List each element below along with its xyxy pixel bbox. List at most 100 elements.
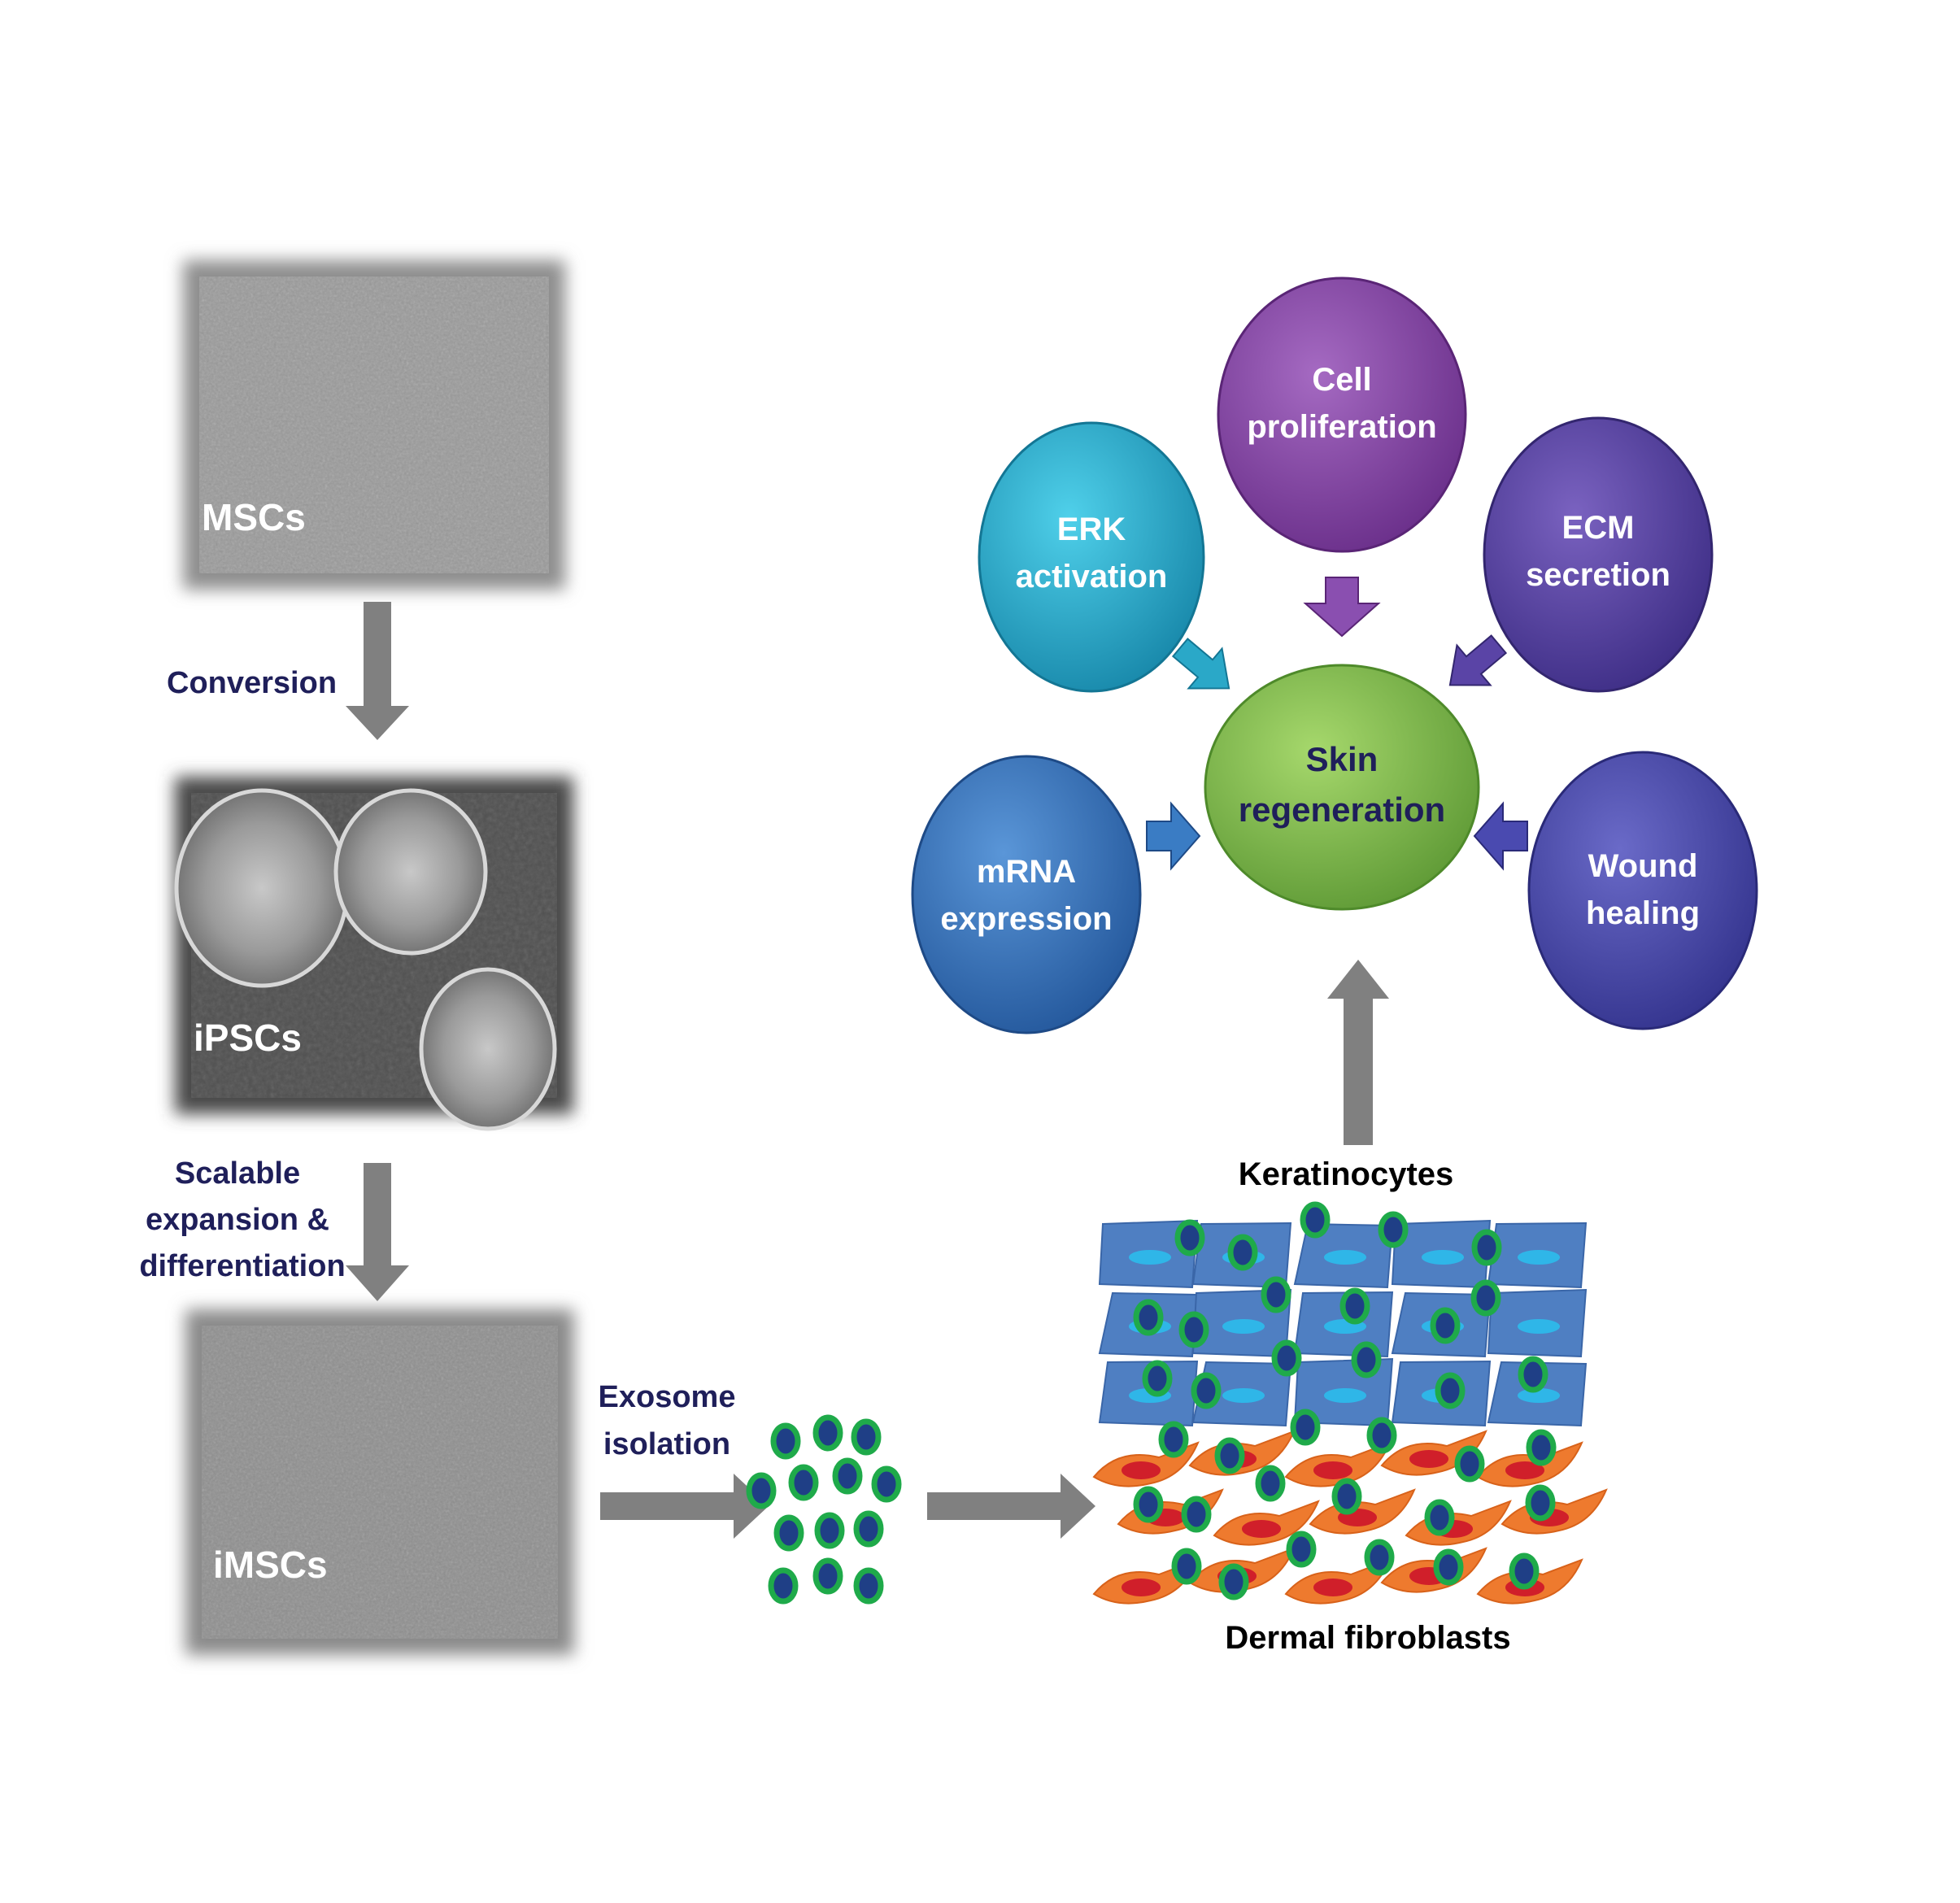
exosome (1261, 1276, 1291, 1313)
skin-regeneration-line1: Skin (1306, 740, 1379, 778)
expansion-label-line3: differentiation (139, 1249, 345, 1283)
keratinocyte-cell (1487, 1221, 1588, 1289)
exosome (1433, 1548, 1464, 1586)
exosome-cluster (746, 1414, 902, 1605)
imscs-label: iMSCs (213, 1544, 328, 1586)
exosome (1171, 1548, 1202, 1585)
erk-activation-line2: activation (1016, 559, 1168, 594)
cell-proliferation-line1: Cell (1312, 362, 1371, 398)
keratinocyte-cell (1191, 1361, 1292, 1427)
fibroblast-cell (1213, 1500, 1320, 1546)
exosome (1378, 1211, 1409, 1248)
fibroblast-cell (1476, 1441, 1583, 1487)
exosome (1133, 1299, 1164, 1336)
ecm-secretion-line1: ECM (1562, 510, 1635, 546)
dermal-fibroblasts-label: Dermal fibroblasts (1225, 1620, 1510, 1656)
exosome (1424, 1499, 1455, 1536)
exosome (1300, 1201, 1331, 1239)
exosome (1430, 1307, 1461, 1344)
keratinocyte-cell (1487, 1288, 1588, 1358)
exosome (1526, 1429, 1557, 1466)
erk-activation-line1: ERK (1057, 512, 1126, 547)
skin-regeneration-line2: regeneration (1239, 790, 1445, 829)
mrna-expression-line2: expression (940, 901, 1112, 937)
exosome-label-line2: isolation (603, 1427, 730, 1461)
exosome (1351, 1341, 1382, 1378)
exosome (853, 1567, 884, 1605)
imscs-micrograph (185, 1309, 574, 1655)
erk-activation-node: ERK activation (978, 421, 1205, 693)
exosome (1525, 1484, 1556, 1522)
exosome (812, 1557, 843, 1595)
tissue-exosomes (1133, 1201, 1557, 1600)
ecm-secretion-node: ECM secretion (1483, 416, 1714, 693)
exosome (1470, 1279, 1501, 1317)
exosome (853, 1510, 884, 1548)
exosome (1191, 1372, 1222, 1409)
expansion-label-line2: expansion & (146, 1203, 329, 1237)
exosome-label-line1: Exosome (599, 1380, 736, 1414)
fibroblast-cell (1284, 1441, 1392, 1487)
exosome (1509, 1552, 1540, 1590)
exosome (1142, 1360, 1173, 1397)
conversion-arrow (346, 602, 409, 740)
exosome (1364, 1539, 1395, 1576)
expansion-arrow (346, 1163, 409, 1301)
exosome (812, 1414, 843, 1452)
erk-to-center-arrow (1171, 638, 1230, 690)
exosome (1271, 1339, 1302, 1377)
exosome (768, 1567, 799, 1605)
exosome (1174, 1219, 1205, 1256)
exosome (1331, 1478, 1362, 1515)
cell-proliferation-line2: proliferation (1247, 409, 1436, 445)
ecm-secretion-line2: secretion (1526, 557, 1670, 593)
keratinocyte-cell (1098, 1219, 1199, 1289)
ipscs-label: iPSCs (194, 1017, 302, 1059)
exosome (1435, 1372, 1466, 1409)
mrna-expression-line1: mRNA (977, 854, 1076, 890)
exosome (1290, 1409, 1321, 1446)
fibroblast-cell (1284, 1558, 1392, 1605)
mscs-micrograph (183, 260, 565, 590)
exosome (746, 1472, 777, 1509)
exosome (1518, 1356, 1548, 1393)
wound-to-center-arrow (1473, 801, 1528, 871)
fibroblast-cell (1309, 1488, 1416, 1535)
mscs-label: MSCs (202, 496, 306, 538)
exosome (871, 1465, 902, 1503)
keratinocyte-cell (1487, 1361, 1588, 1427)
exosome (773, 1514, 804, 1552)
exosome (851, 1418, 882, 1456)
exosome-isolation-arrow (600, 1474, 769, 1539)
exosome (1255, 1465, 1286, 1502)
wound-healing-line1: Wound (1588, 848, 1698, 884)
exosome (770, 1422, 801, 1460)
exosome (1227, 1234, 1258, 1271)
exosome (1454, 1445, 1485, 1483)
expansion-label-line1: Scalable (175, 1156, 300, 1191)
exosome (1286, 1531, 1317, 1568)
wound-healing-line2: healing (1586, 895, 1700, 931)
keratinocytes-label: Keratinocytes (1239, 1156, 1454, 1192)
proliferation-to-center-arrow (1303, 577, 1381, 638)
mrna-to-center-arrow (1146, 801, 1201, 871)
cell-proliferation-node: Cell proliferation (1217, 277, 1467, 553)
exosome (1181, 1496, 1212, 1533)
wound-healing-node: Wound healing (1527, 751, 1758, 1030)
exosome (1178, 1311, 1209, 1348)
exosome (1133, 1486, 1164, 1523)
exosome (832, 1457, 863, 1495)
skin-regeneration-node: Skin regeneration (1204, 664, 1480, 911)
keratinocyte-cell (1293, 1222, 1394, 1289)
delivery-arrow (927, 1474, 1095, 1539)
ecm-to-center-arrow (1448, 634, 1508, 686)
conversion-label: Conversion (167, 666, 337, 700)
regeneration-up-arrow (1327, 960, 1389, 1145)
exosome (1218, 1563, 1249, 1600)
exosome (1158, 1421, 1189, 1458)
exosome (1339, 1287, 1370, 1325)
exosome (1366, 1417, 1397, 1454)
ipscs-micrograph (174, 777, 573, 1131)
mrna-expression-node: mRNA expression (911, 755, 1142, 1034)
